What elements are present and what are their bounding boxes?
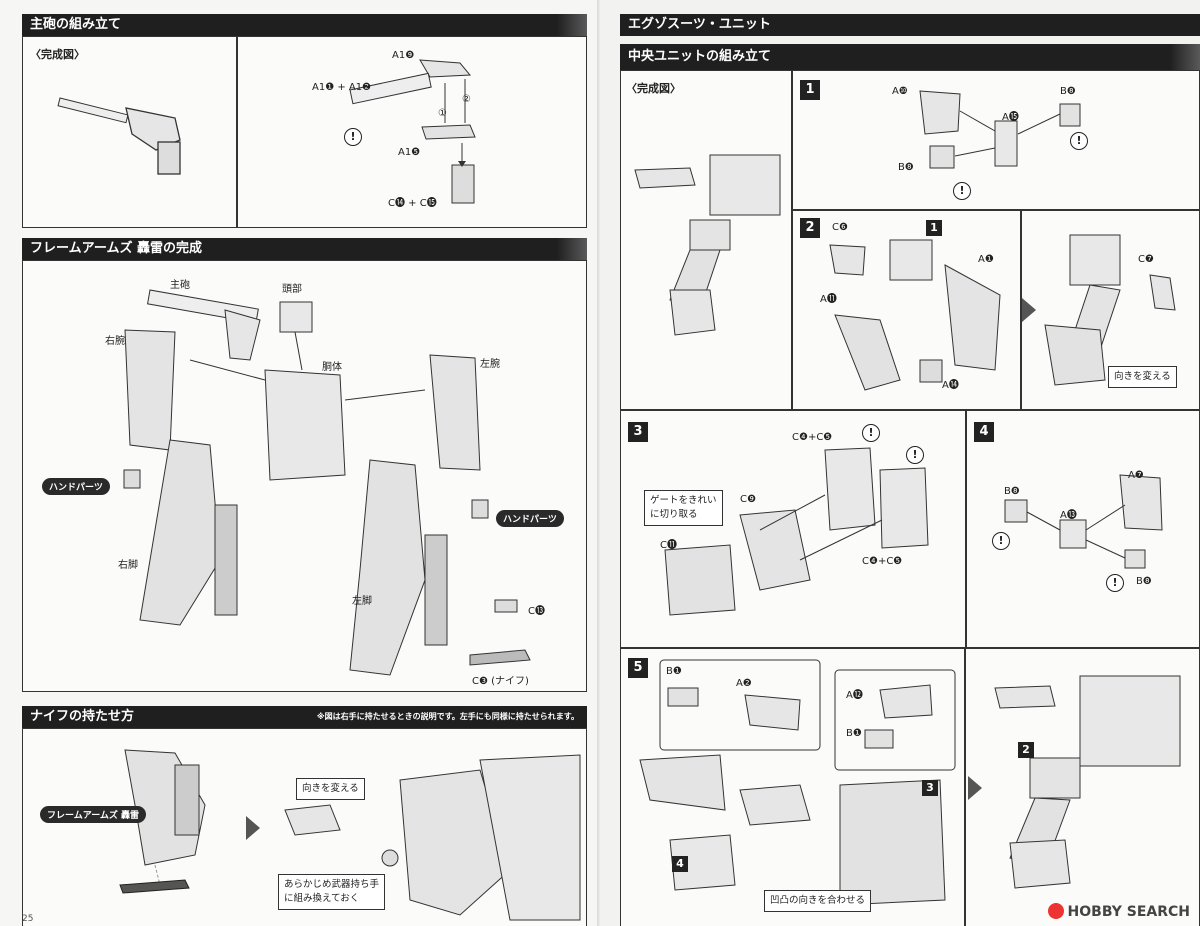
step5-ref-3: 3 bbox=[922, 780, 938, 796]
caution-icon: ! bbox=[862, 424, 880, 442]
step5-parts bbox=[639, 659, 956, 906]
right-page: エグゾスーツ・ユニット 中央ユニットの組み立て 〈完成図〉 1 A❿ A⓯ bbox=[600, 0, 1200, 926]
step4-label-b8-right: B❽ bbox=[1136, 576, 1152, 587]
label-main-gun: 主砲 bbox=[170, 280, 190, 291]
step3-label-c4-c5-top: C❹+C❺ bbox=[792, 432, 833, 443]
sec3-title: ナイフの持たせ方 bbox=[30, 709, 135, 724]
step1-parts bbox=[919, 90, 1081, 169]
right-complete-label: 〈完成図〉 bbox=[626, 82, 681, 95]
next-arrow bbox=[968, 776, 982, 800]
step1-label-a10: A❿ bbox=[892, 86, 908, 97]
step4-label-a7: A❼ bbox=[1128, 470, 1144, 481]
central-unit-complete bbox=[634, 154, 781, 336]
caution-icon: ! bbox=[953, 182, 971, 200]
caution-icon: ! bbox=[1070, 132, 1088, 150]
page-number-left: 25 bbox=[22, 914, 34, 924]
sec2-header: フレームアームズ 轟雷の完成 bbox=[22, 238, 587, 260]
label-hand-parts-left: ハンドパーツ bbox=[496, 510, 564, 527]
step2-number: 2 bbox=[800, 218, 820, 238]
step2-label-a11: A⓫ bbox=[820, 294, 837, 305]
step5-ref-4: 4 bbox=[672, 856, 688, 872]
caution-icon: ! bbox=[906, 446, 924, 464]
sec2-title: フレームアームズ 轟雷の完成 bbox=[30, 241, 202, 256]
sec1-step-1: ① bbox=[438, 108, 447, 119]
sec1-label-a1-a2: A1❶ + A1❷ bbox=[312, 82, 372, 93]
sec1-label-a19: A1❾ bbox=[392, 50, 415, 61]
label-hand-parts-right: ハンドパーツ bbox=[42, 478, 110, 495]
step5-number: 5 bbox=[628, 658, 648, 678]
sec3-header: ナイフの持たせ方 ※図は右手に持たせるときの説明です。左手にも同様に持たせられま… bbox=[22, 706, 587, 728]
step2-label-a14: A⓮ bbox=[942, 380, 959, 391]
sec3-robot-leg bbox=[119, 749, 206, 894]
step2-result bbox=[1044, 234, 1176, 386]
sec1-cannon-complete bbox=[57, 97, 181, 175]
step5-ref-2: 2 bbox=[1018, 742, 1034, 758]
watermark: HOBBY SEARCH bbox=[1047, 903, 1190, 920]
step2-turn-label: 向きを変える bbox=[1108, 366, 1177, 388]
next-arrow bbox=[246, 816, 260, 840]
step5-label-b1-bottom: B❶ bbox=[846, 728, 862, 739]
right-section-title: エグゾスーツ・ユニット bbox=[628, 17, 771, 32]
hobby-search-logo-icon bbox=[1047, 903, 1064, 919]
caution-icon: ! bbox=[344, 128, 362, 146]
sec1-exploded-parts bbox=[349, 59, 476, 204]
step3-number: 3 bbox=[628, 422, 648, 442]
sec1-title: 主砲の組み立て bbox=[30, 17, 122, 32]
sec1-label-a15: A1❺ bbox=[398, 147, 421, 158]
step1-number: 1 bbox=[800, 80, 820, 100]
sec3-note: ※図は右手に持たせるときの説明です。左手にも同様に持たせられます。 bbox=[316, 712, 579, 721]
step4-label-a13: A⓭ bbox=[1060, 510, 1077, 521]
step2-ref-1: 1 bbox=[926, 220, 942, 236]
sec3-hand-note: あらかじめ武器持ち手 に組み換えておく bbox=[278, 874, 386, 910]
sec1-label-c14-c15: C⓮ + C⓯ bbox=[388, 198, 437, 209]
label-c3-knife: C❸ (ナイフ) bbox=[472, 676, 529, 687]
step3-label-c9: C❾ bbox=[740, 494, 756, 505]
label-left-arm: 左腕 bbox=[480, 359, 500, 370]
right-subsection-title: 中央ユニットの組み立て bbox=[628, 49, 772, 64]
label-right-leg: 右脚 bbox=[118, 560, 138, 571]
sec1-box bbox=[22, 36, 587, 228]
step3-gate-note: ゲートをきれい に切り取る bbox=[644, 490, 723, 526]
left-page: 主砲の組み立て 〈完成図〉 A1❾ A1❶ + A1❷ A1❺ C⓮ + C⓯ … bbox=[22, 14, 587, 926]
sec3-robot-label: フレームアームズ 轟雷 bbox=[40, 806, 147, 823]
step2-label-c7: C❼ bbox=[1138, 254, 1154, 265]
step5-align-note: 凹凸の向きを合わせる bbox=[764, 890, 872, 912]
step1-label-a15: A⓯ bbox=[1002, 112, 1019, 123]
step4-parts bbox=[1004, 474, 1163, 569]
right-section-header: エグゾスーツ・ユニット bbox=[620, 14, 1200, 36]
step5-label-b1-top: B❶ bbox=[666, 666, 682, 677]
sec1-step-2: ② bbox=[462, 94, 471, 105]
label-right-arm: 右腕 bbox=[105, 336, 125, 347]
caution-icon: ! bbox=[1106, 574, 1124, 592]
step3-label-c4-c5-bottom: C❹+C❺ bbox=[862, 556, 903, 567]
step3-parts bbox=[664, 447, 929, 616]
sec2-exploded-robot bbox=[123, 289, 531, 676]
sec3-knife-and-hand bbox=[284, 754, 581, 921]
sec1-complete-label: 〈完成図〉 bbox=[30, 48, 85, 61]
caution-icon: ! bbox=[992, 532, 1010, 550]
step5-label-a2: A❷ bbox=[736, 678, 752, 689]
step2-label-c6: C❻ bbox=[832, 222, 848, 233]
step1-label-b8-top: B❽ bbox=[1060, 86, 1076, 97]
step4-number: 4 bbox=[974, 422, 994, 442]
label-head: 頭部 bbox=[282, 284, 302, 295]
step3-label-c11: C⓫ bbox=[660, 540, 677, 551]
step4-label-b8-left: B❽ bbox=[1004, 486, 1020, 497]
right-subsection-header: 中央ユニットの組み立て bbox=[620, 44, 1200, 70]
label-left-leg: 左脚 bbox=[352, 596, 372, 607]
step5-label-a12: A⓬ bbox=[846, 690, 863, 701]
label-torso: 胴体 bbox=[322, 362, 342, 373]
label-c13: C⓭ bbox=[528, 606, 545, 617]
sec3-turn-label: 向きを変える bbox=[296, 778, 365, 800]
step5-result bbox=[994, 675, 1181, 889]
sec1-header: 主砲の組み立て bbox=[22, 14, 587, 36]
next-arrow bbox=[1022, 298, 1036, 322]
step2-parts bbox=[829, 239, 1001, 391]
step2-label-a1: A❶ bbox=[978, 254, 994, 265]
step1-label-b8-bottom: B❽ bbox=[898, 162, 914, 173]
